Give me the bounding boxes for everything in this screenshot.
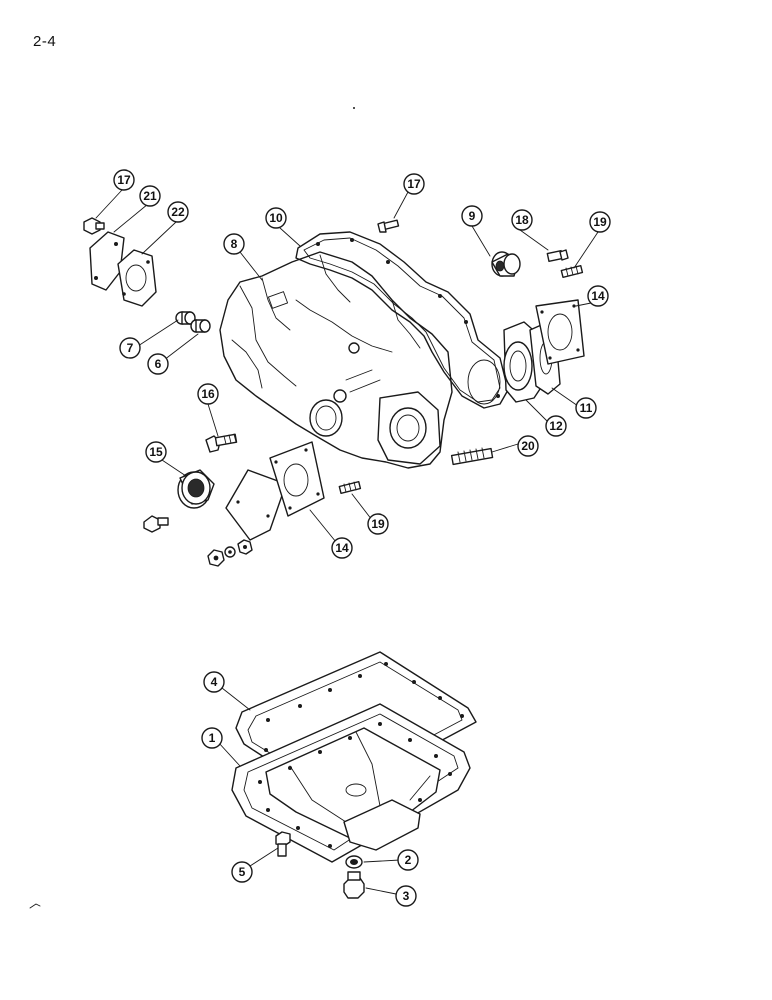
callout-17-middle-label: 17 <box>407 177 421 191</box>
callout-12: 12 <box>545 415 567 437</box>
callout-18: 18 <box>511 209 533 231</box>
callout-16-label: 16 <box>201 387 215 401</box>
callout-14-left: 14 <box>331 537 353 559</box>
callout-21-label: 21 <box>143 189 157 203</box>
callout-8: 8 <box>223 233 245 255</box>
callout-10: 10 <box>265 207 287 229</box>
bushing-6 <box>190 319 211 333</box>
callout-22: 22 <box>167 201 189 223</box>
cover-gasket <box>117 249 157 307</box>
bolt-18 <box>546 249 569 263</box>
callout-19-upper-label: 19 <box>593 215 607 229</box>
flange-gasket-left <box>269 441 325 517</box>
callout-19-lower-label: 19 <box>371 517 385 531</box>
callout-1-label: 1 <box>209 731 216 745</box>
callout-2-label: 2 <box>405 853 412 867</box>
drain-plug-washer <box>345 855 363 869</box>
bolt-16 <box>205 433 238 453</box>
oil-seal <box>177 469 215 509</box>
callout-16: 16 <box>197 383 219 405</box>
callout-17-left-label: 17 <box>117 173 131 187</box>
callout-12-label: 12 <box>549 419 563 433</box>
bolt-17-middle <box>377 219 400 233</box>
callout-1: 1 <box>201 727 223 749</box>
bearing <box>491 251 521 277</box>
oil-pan-bolt <box>275 831 291 857</box>
timing-gear-housing <box>219 251 453 469</box>
page-number: 2-4 <box>33 33 57 50</box>
callout-4-label: 4 <box>211 675 218 689</box>
callout-19-upper: 19 <box>589 211 611 233</box>
callout-2: 2 <box>397 849 419 871</box>
callout-22-label: 22 <box>171 205 185 219</box>
callout-3-label: 3 <box>403 889 410 903</box>
callout-10-label: 10 <box>269 211 283 225</box>
callout-9-label: 9 <box>469 209 476 223</box>
callout-3: 3 <box>395 885 417 907</box>
callout-6: 6 <box>147 353 169 375</box>
callout-14-right: 14 <box>587 285 609 307</box>
callout-7-label: 7 <box>127 341 134 355</box>
callout-15-label: 15 <box>149 445 163 459</box>
stud-20 <box>450 447 494 466</box>
callout-20-label: 20 <box>521 439 535 453</box>
timing-cover-gasket <box>295 231 509 409</box>
callout-8-label: 8 <box>231 237 238 251</box>
bolt-17-left <box>83 217 105 235</box>
stud-19-lower <box>338 480 362 495</box>
callout-5-label: 5 <box>239 865 246 879</box>
callout-20: 20 <box>517 435 539 457</box>
callout-17-middle: 17 <box>403 173 425 195</box>
cover-plate <box>89 231 125 291</box>
flange-gasket-right <box>535 299 585 365</box>
callout-14-right-label: 14 <box>591 289 605 303</box>
nuts-and-washers <box>207 539 253 567</box>
oil-pan <box>231 703 471 863</box>
callout-15: 15 <box>145 441 167 463</box>
callout-17-left: 17 <box>113 169 135 191</box>
stud-19-upper <box>560 264 584 279</box>
callout-19-lower: 19 <box>367 513 389 535</box>
bushing-7 <box>175 311 196 325</box>
screw <box>143 515 169 533</box>
access-cover <box>225 469 287 541</box>
callout-5: 5 <box>231 861 253 883</box>
callout-11-label: 11 <box>580 401 593 415</box>
callout-9: 9 <box>461 205 483 227</box>
callout-14-left-label: 14 <box>335 541 349 555</box>
callout-6-label: 6 <box>155 357 162 371</box>
callout-11: 11 <box>575 397 597 419</box>
callout-21: 21 <box>139 185 161 207</box>
callout-7: 7 <box>119 337 141 359</box>
leader-lines <box>95 189 599 895</box>
callout-4: 4 <box>203 671 225 693</box>
drain-plug <box>343 871 365 899</box>
callout-18-label: 18 <box>515 213 529 227</box>
scan-specks <box>29 107 355 909</box>
